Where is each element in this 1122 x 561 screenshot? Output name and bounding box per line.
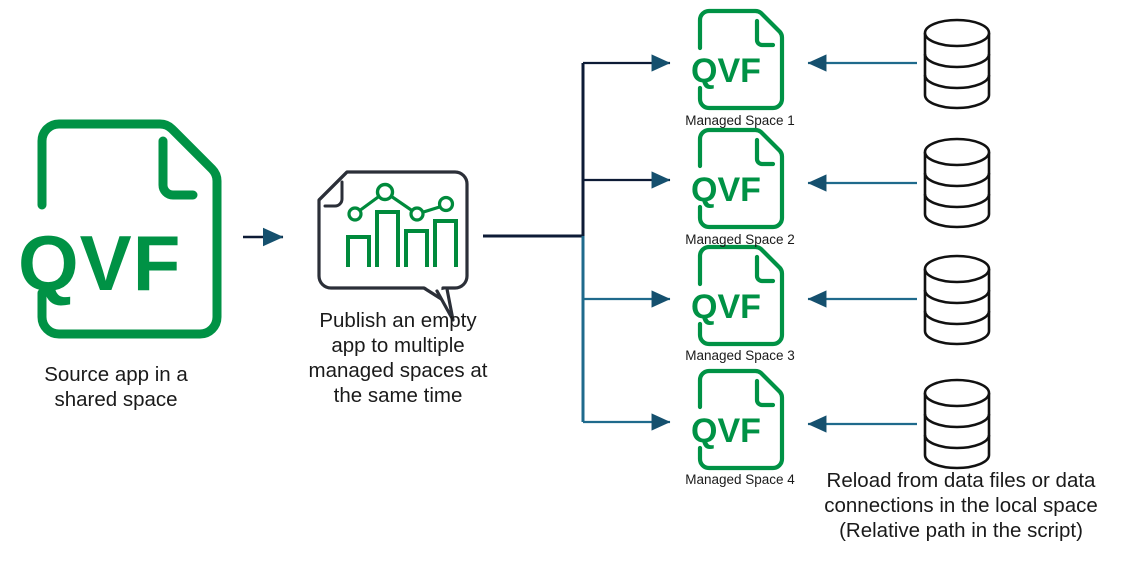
target-doc-label: QVF bbox=[691, 52, 761, 90]
source-doc-label: QVF bbox=[18, 219, 181, 307]
source-caption: Source app in a shared space bbox=[44, 363, 188, 411]
managed-space-label-4: Managed Space 4 bbox=[685, 472, 795, 487]
publish-caption: Publish an empty app to multiple managed… bbox=[308, 309, 488, 407]
reload-caption: Reload from data files or data connectio… bbox=[824, 469, 1098, 542]
target-doc-label: QVF bbox=[691, 412, 761, 450]
managed-space-label-3: Managed Space 3 bbox=[685, 348, 795, 363]
database-icon-4 bbox=[923, 378, 991, 470]
database-icon-2 bbox=[923, 137, 991, 229]
publish-icon bbox=[317, 170, 469, 322]
reload-arrows bbox=[807, 54, 917, 433]
target-document-icon-4: QVF bbox=[691, 368, 785, 471]
branch-connector bbox=[483, 54, 671, 431]
target-document-icon-2: QVF bbox=[691, 127, 785, 230]
target-document-icon-3: QVF bbox=[691, 244, 785, 347]
target-doc-label: QVF bbox=[691, 171, 761, 209]
target-document-icon-1: QVF bbox=[691, 8, 785, 111]
source-document-icon bbox=[37, 119, 222, 339]
managed-space-label-2: Managed Space 2 bbox=[685, 232, 795, 247]
database-icon-3 bbox=[923, 254, 991, 346]
target-doc-label: QVF bbox=[691, 288, 761, 326]
managed-space-label-1: Managed Space 1 bbox=[685, 113, 795, 128]
database-icon-1 bbox=[923, 18, 991, 110]
